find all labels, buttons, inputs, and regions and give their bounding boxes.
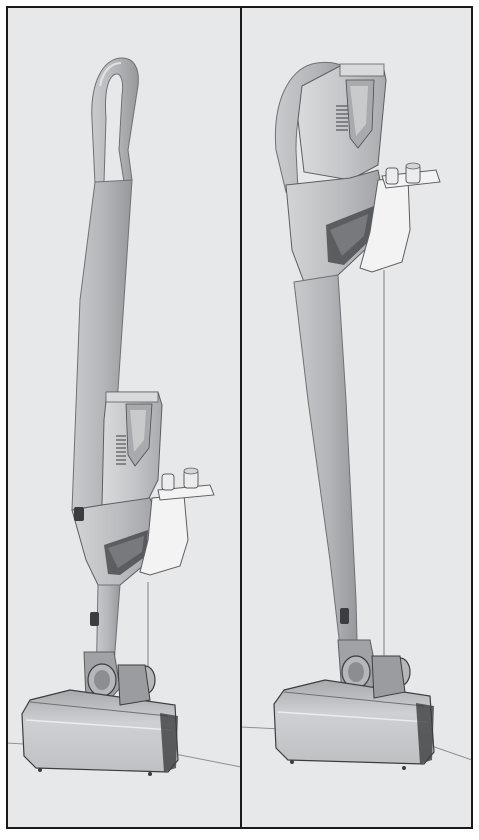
left-vent-grille [116, 435, 126, 465]
right-panel [240, 7, 473, 828]
right-vent-grille [336, 105, 348, 131]
left-body-button [74, 507, 84, 521]
left-floor-head [21, 664, 179, 776]
left-tube-release-button [90, 612, 99, 626]
right-dust-container [297, 63, 387, 181]
figure-frame [6, 6, 473, 829]
right-floor-head [273, 655, 435, 770]
left-dust-container [101, 391, 163, 506]
right-tube-release-button [340, 608, 349, 624]
right-wall-holder [359, 162, 441, 273]
left-panel [6, 7, 242, 828]
left-wall-holder [139, 467, 215, 576]
